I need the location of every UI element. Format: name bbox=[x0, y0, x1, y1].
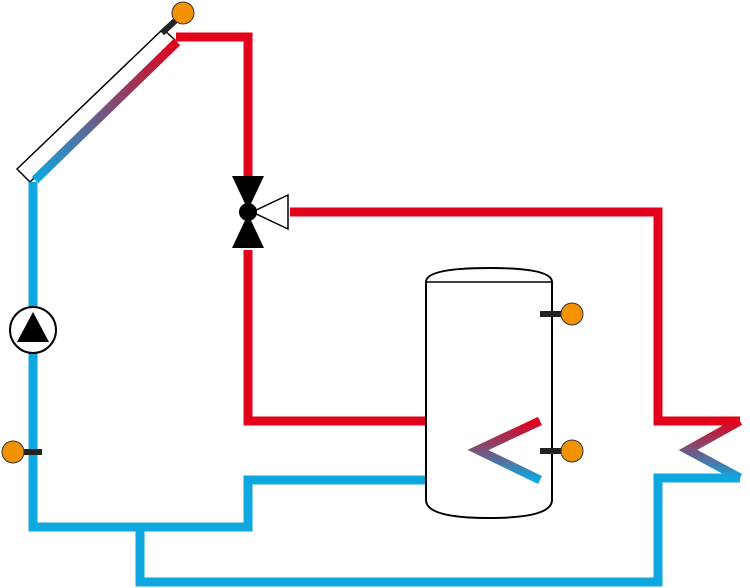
collector-flow-pipe bbox=[176, 32, 253, 176]
tank-bottom-sensor[interactable] bbox=[540, 439, 584, 463]
temperature-sensor-icon bbox=[560, 302, 584, 326]
valve-lower-triangle bbox=[232, 214, 264, 248]
sensor-stem bbox=[159, 17, 179, 36]
external-return-pipe bbox=[135, 473, 740, 587]
cold-pipes bbox=[28, 182, 740, 587]
collector-sensor[interactable] bbox=[159, 1, 195, 36]
temperature-sensor-icon bbox=[171, 1, 195, 25]
return-sensor[interactable] bbox=[1, 440, 42, 464]
tank-top-sensor[interactable] bbox=[540, 302, 584, 326]
tank-heat-exchanger-coil bbox=[467, 416, 542, 485]
collector-absorber bbox=[31, 38, 181, 184]
valve-side-triangle bbox=[250, 193, 289, 231]
temperature-sensor-icon bbox=[1, 440, 25, 464]
pump-direction-arrow bbox=[17, 312, 49, 342]
temperature-sensor-icon bbox=[560, 439, 584, 463]
external-coil-flow-pipe bbox=[290, 207, 740, 426]
circulation-pump[interactable] bbox=[9, 306, 57, 354]
storage-tank bbox=[425, 266, 553, 520]
valve-body bbox=[239, 203, 257, 221]
solar-collector bbox=[15, 27, 181, 184]
three-way-valve[interactable] bbox=[232, 176, 289, 248]
tank-shell bbox=[425, 266, 553, 520]
collector-return-pipe bbox=[28, 182, 540, 532]
external-heat-exchanger-coil bbox=[678, 417, 743, 482]
valve-upper-triangle bbox=[232, 176, 264, 210]
collector-frame bbox=[15, 27, 177, 184]
